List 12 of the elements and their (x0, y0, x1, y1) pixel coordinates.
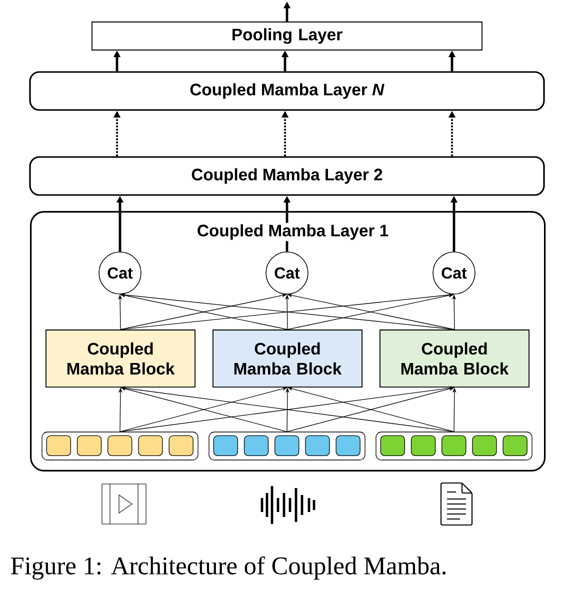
token-sequence (208, 432, 366, 460)
layer-heading: Coupled Mamba Layer 1 (196, 222, 390, 242)
block-box: Coupled Mamba Block (46, 330, 196, 388)
layer-box: Coupled Mamba Layer N (29, 71, 545, 111)
block-box: Coupled Mamba Block (380, 330, 530, 388)
layer-box: Pooling Layer (92, 22, 482, 50)
layer-container (30, 211, 546, 472)
layer-box: Coupled Mamba Layer 2 (29, 156, 545, 196)
block-box: Coupled Mamba Block (212, 330, 362, 388)
token-sequence (42, 432, 198, 460)
caption: Figure 1: Architecture of Coupled Mamba. (11, 556, 446, 580)
token-sequence (376, 432, 532, 460)
